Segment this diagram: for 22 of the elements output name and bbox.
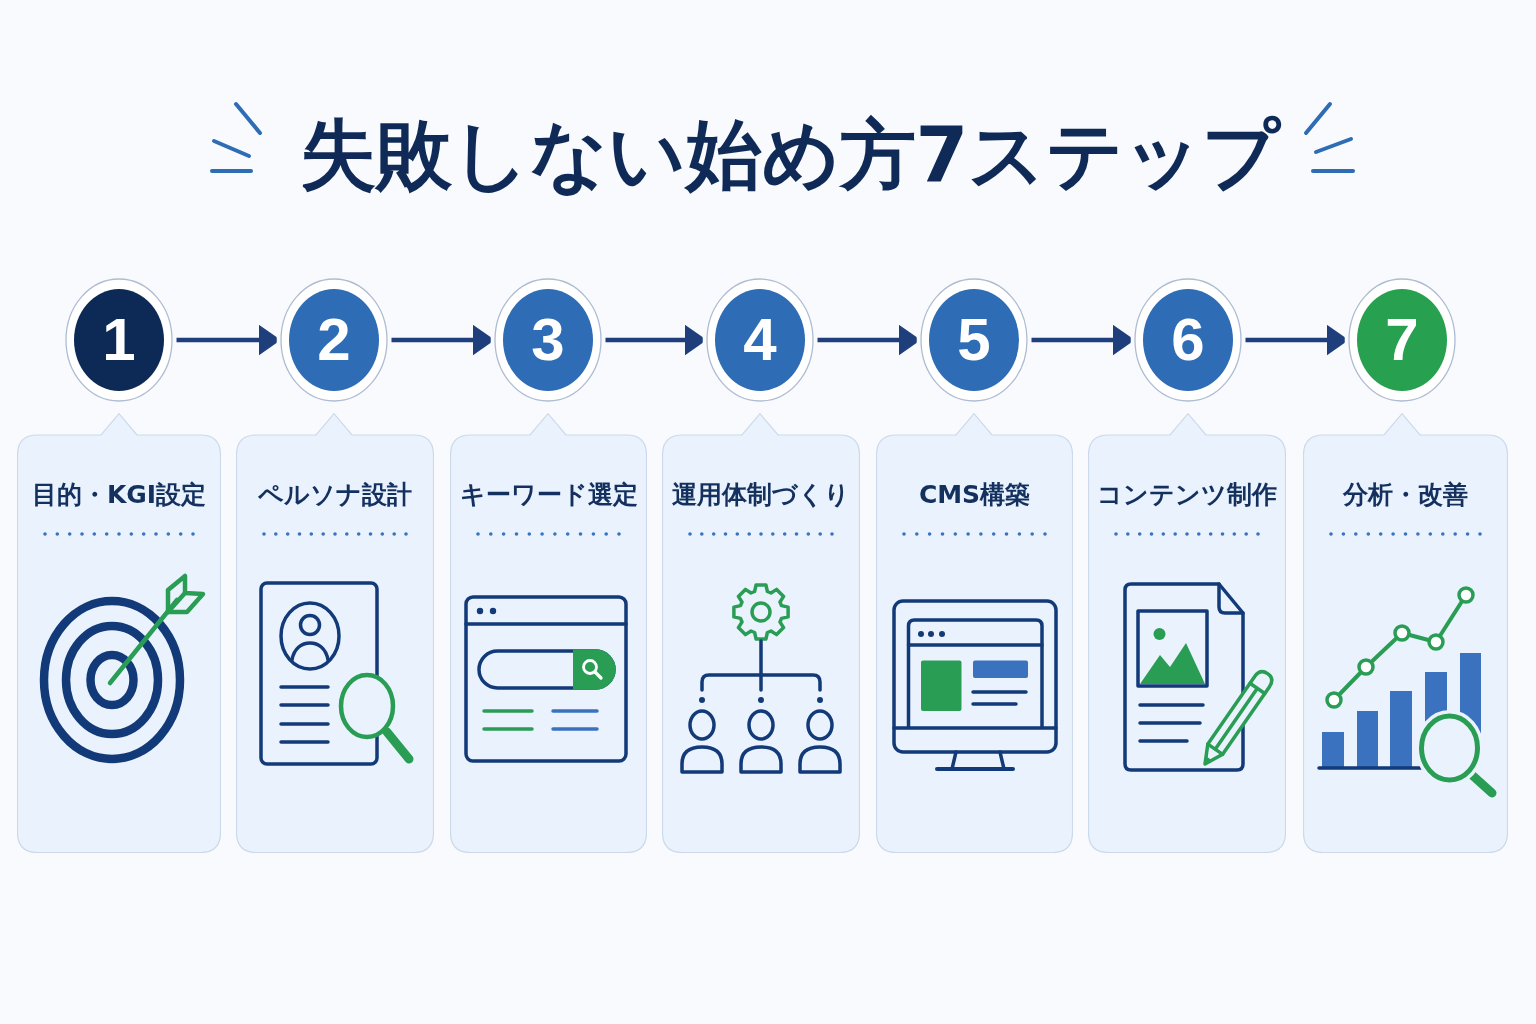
number-circle: 4 bbox=[706, 278, 814, 402]
step-label: 分析・改善 bbox=[1343, 480, 1468, 510]
number-circle: 1 bbox=[65, 278, 173, 402]
number-circle: 3 bbox=[494, 278, 602, 402]
step-label: コンテンツ制作 bbox=[1097, 480, 1277, 510]
step-label: 運用体制づくり bbox=[672, 480, 850, 510]
title: 失敗しない始め方7ステップ bbox=[299, 112, 1281, 198]
speech-bubble-card bbox=[450, 413, 647, 853]
number-circle: 2 bbox=[280, 278, 388, 402]
step-label: キーワード選定 bbox=[459, 480, 638, 510]
speech-bubble-card bbox=[236, 413, 434, 853]
speech-bubble-card bbox=[662, 413, 860, 853]
step-label: ペルソナ設計 bbox=[258, 480, 412, 510]
number-circle: 7 bbox=[1348, 278, 1456, 402]
step-label: CMS構築 bbox=[918, 480, 1031, 510]
speech-bubble-card bbox=[876, 413, 1073, 853]
speech-bubble-card bbox=[1303, 413, 1508, 853]
speech-bubble-card bbox=[1088, 413, 1286, 853]
number-circle: 5 bbox=[920, 278, 1028, 402]
number-circle: 6 bbox=[1134, 278, 1242, 402]
step-label: 目的・KGI設定 bbox=[31, 480, 207, 510]
speech-bubble-card bbox=[17, 413, 221, 853]
